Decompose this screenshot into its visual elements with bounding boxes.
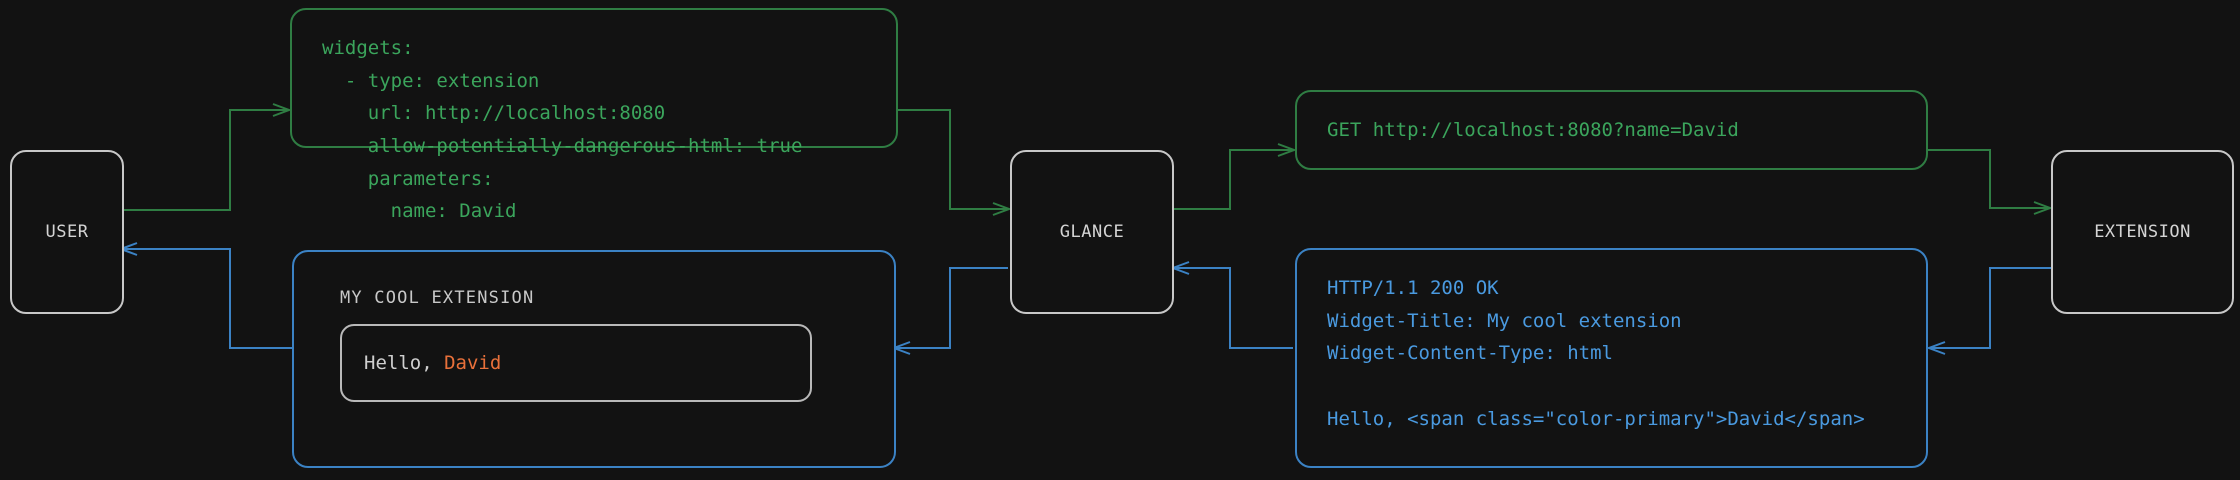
wire-request-to-extension — [1928, 149, 2049, 208]
http-request-text: GET http://localhost:8080?name=David — [1327, 118, 1739, 141]
http-response-text: HTTP/1.1 200 OK Widget-Title: My cool ex… — [1327, 277, 1865, 430]
node-glance-label: GLANCE — [1059, 222, 1125, 242]
wire-response-to-glance — [1174, 268, 1293, 349]
greeting-prefix: Hello, — [364, 352, 445, 374]
node-extension-label: EXTENSION — [2094, 222, 2191, 242]
wire-extension-to-response — [1930, 267, 2051, 348]
wire-widget-to-user — [122, 249, 292, 349]
message-http-request: GET http://localhost:8080?name=David — [1295, 90, 1928, 170]
node-user[interactable]: USER — [10, 150, 124, 314]
wire-user-to-config — [120, 110, 288, 211]
message-http-response: HTTP/1.1 200 OK Widget-Title: My cool ex… — [1295, 248, 1928, 468]
node-user-label: USER — [45, 222, 89, 242]
node-glance[interactable]: GLANCE — [1010, 150, 1174, 314]
yaml-config-text: widgets: - type: extension url: http://l… — [322, 37, 803, 223]
wire-config-to-glance — [898, 109, 1008, 209]
message-yaml-config: widgets: - type: extension url: http://l… — [290, 8, 898, 222]
rendered-widget-title: MY COOL EXTENSION — [340, 288, 535, 308]
node-extension[interactable]: EXTENSION — [2051, 150, 2234, 314]
wire-glance-to-request — [1172, 150, 1293, 210]
rendered-widget: MY COOL EXTENSION Hello, David — [292, 250, 896, 468]
wire-glance-to-widget — [895, 267, 1008, 348]
greeting-name: David — [444, 352, 502, 374]
rendered-widget-content: Hello, David — [340, 324, 812, 402]
